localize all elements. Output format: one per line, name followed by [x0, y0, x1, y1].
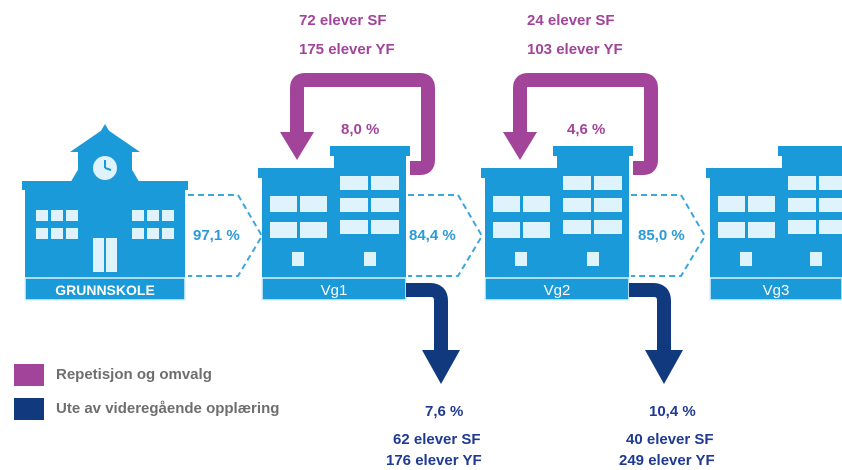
- transition-arrow-1: [188, 194, 264, 277]
- legend-swatch-repeat: [14, 364, 44, 386]
- dropout-arrowhead-vg2: [645, 350, 683, 384]
- vg1-building: Vg1: [258, 146, 410, 301]
- vg3-building: Vg3: [706, 146, 842, 301]
- repeat-vg1-pct: 8,0 %: [341, 121, 380, 138]
- transition-arrow-2: [408, 194, 484, 277]
- dropout-vg1-pct: 7,6 %: [425, 403, 464, 420]
- repeat-vg2-yf: 103 elever YF: [527, 41, 623, 58]
- dropout-arrow-vg2: [629, 283, 683, 384]
- dropout-vg1-yf: 176 elever YF: [386, 452, 482, 469]
- dropout-arrow-vg1: [406, 283, 460, 384]
- vg1-label: Vg1: [321, 282, 348, 299]
- vg2-label: Vg2: [544, 282, 571, 299]
- legend-label-repeat: Repetisjon og omvalg: [56, 366, 212, 383]
- legend-label-dropout: Ute av videregående opplæring: [56, 400, 280, 417]
- dropout-vg2-sf: 40 elever SF: [626, 431, 714, 448]
- legend-swatch-dropout: [14, 398, 44, 420]
- vg2-building: Vg2: [481, 146, 633, 301]
- transition-arrow-3: [631, 194, 707, 277]
- repeat-arrowhead-vg2: [503, 132, 537, 160]
- repeat-vg1-sf: 72 elever SF: [299, 12, 387, 29]
- vg3-label: Vg3: [763, 282, 790, 299]
- school-label: GRUNNSKOLE: [55, 282, 155, 298]
- dropout-arrowhead-vg1: [422, 350, 460, 384]
- dropout-vg1-sf: 62 elever SF: [393, 431, 481, 448]
- repeat-loop-vg2: [503, 73, 658, 175]
- transition-pct-1: 97,1 %: [193, 227, 240, 244]
- school-building: GRUNNSKOLE: [22, 124, 188, 301]
- repeat-vg2-sf: 24 elever SF: [527, 12, 615, 29]
- transition-pct-3: 85,0 %: [638, 227, 685, 244]
- dropout-vg2-pct: 10,4 %: [649, 403, 696, 420]
- repeat-loop-vg1: [280, 73, 435, 175]
- repeat-arrowhead-vg1: [280, 132, 314, 160]
- repeat-vg1-yf: 175 elever YF: [299, 41, 395, 58]
- repeat-vg2-pct: 4,6 %: [567, 121, 606, 138]
- dropout-vg2-yf: 249 elever YF: [619, 452, 715, 469]
- transition-pct-2: 84,4 %: [409, 227, 456, 244]
